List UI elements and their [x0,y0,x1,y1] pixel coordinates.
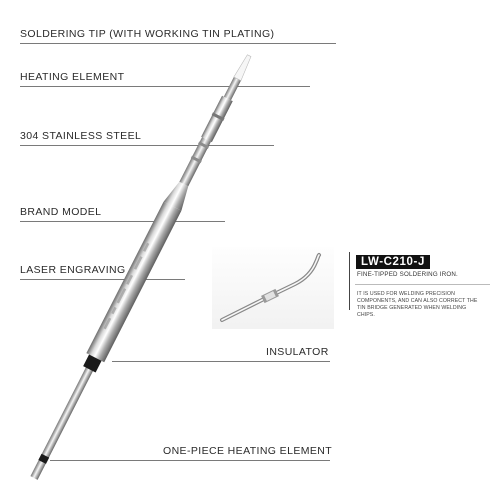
product-description: IT IS USED FOR WELDING PRECISION COMPONE… [357,291,478,318]
neck-ridge [190,155,202,164]
label-one-piece-heating-element: ONE-PIECE HEATING ELEMENT [163,445,333,457]
leader-insulator [112,361,330,362]
fine-tip-inset [212,247,334,329]
leader-one-piece [50,460,330,461]
label-laser-engraving: LASER ENGRAVING [20,264,126,276]
neck-ridge [197,141,210,150]
label-heating-element: HEATING ELEMENT [20,71,125,83]
label-stainless-steel: 304 STAINLESS STEEL [20,130,142,142]
tin-plated-tip [233,54,252,82]
steel-neck [179,137,211,187]
label-soldering-tip: SOLDERING TIP (WITH WORKING TIN PLATING) [20,28,275,40]
leader-brand-model [20,221,225,222]
leader-laser [20,279,185,280]
heating-element-sleeve [201,95,233,143]
callout-divider [349,252,350,310]
label-insulator: INSULATOR [266,346,329,358]
callout-rule [355,284,490,285]
model-badge: LW-C210-J [356,255,430,269]
taper-cone [163,181,189,211]
rear-black-band [38,453,50,464]
product-subtitle: FINE-TIPPED SOLDERING IRON. [357,271,458,278]
sleeve-ridge [211,112,225,121]
label-brand-model: BRAND MODEL [20,206,102,218]
rear-rod [30,364,95,480]
leader-steel [20,145,274,146]
leader-heating-element [20,86,310,87]
leader-tip [20,43,336,44]
tip-shaft [223,77,241,101]
main-barrel [86,201,182,363]
laser-engraving-mark [103,242,150,330]
